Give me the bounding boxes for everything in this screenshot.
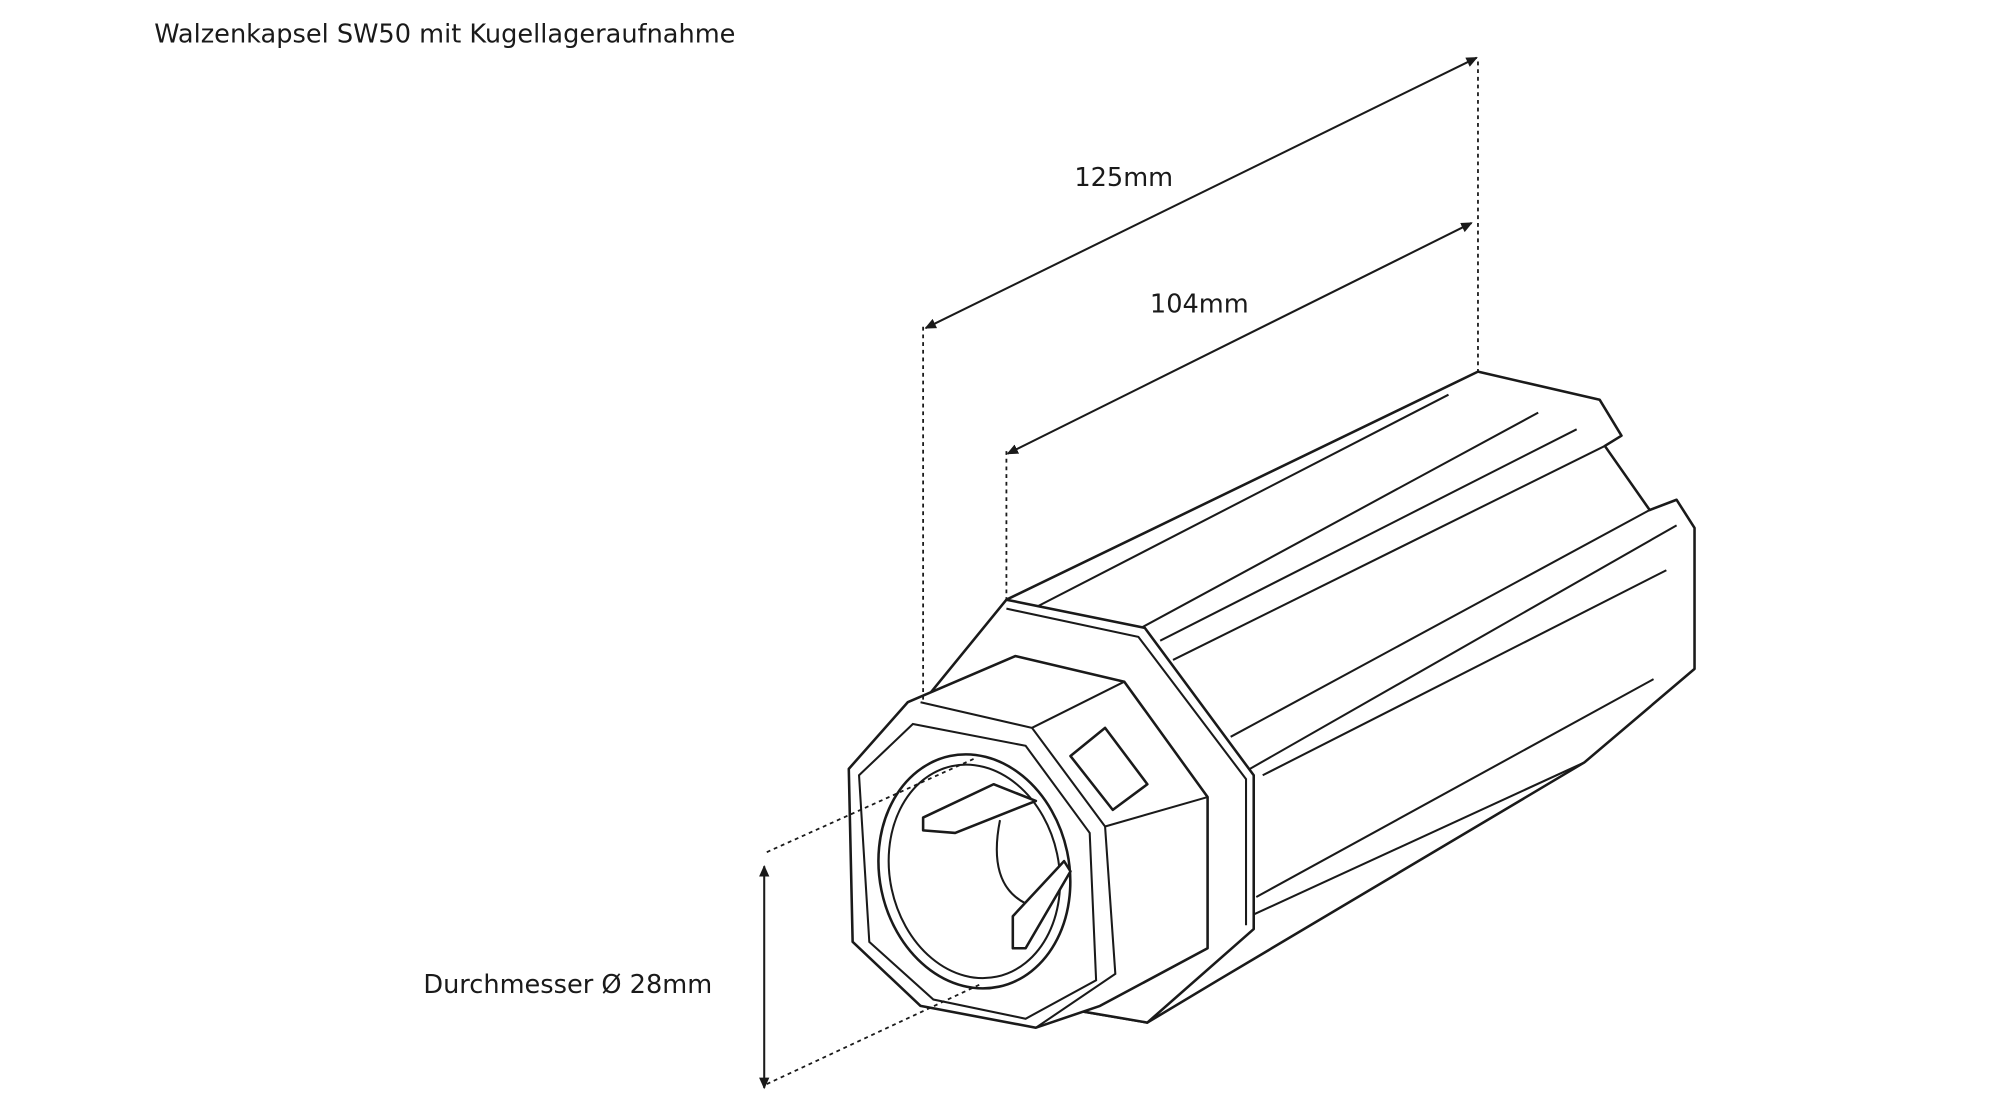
dimension-diameter: Durchmesser Ø 28mm <box>423 757 982 1090</box>
dimension-label-125: 125mm <box>1074 163 1173 193</box>
dimension-label-104: 104mm <box>1150 290 1249 320</box>
dimension-104: 104mm <box>1005 222 1473 600</box>
front-cap <box>847 654 1209 1029</box>
dimension-label-diameter: Durchmesser Ø 28mm <box>423 970 712 1000</box>
drawing-title: Walzenkapsel SW50 mit Kugellageraufnahme <box>154 19 735 49</box>
dimension-125: 125mm <box>922 56 1479 703</box>
